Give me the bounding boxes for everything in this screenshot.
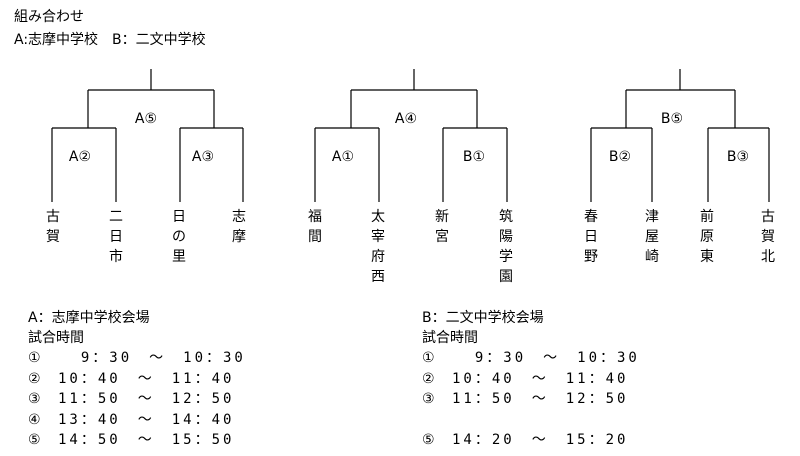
bracket-1-semi-right-label: A③ xyxy=(192,149,214,165)
team-shima: 志 摩 xyxy=(232,209,246,245)
team-fukuma: 福 間 xyxy=(308,209,322,245)
tournament-brackets: A⑤ A② A③ A④ A① B① B⑤ B② B③ xyxy=(51,69,770,202)
team-chikuyo-gakuen: 筑 陽 学 園 xyxy=(499,209,513,285)
team-koga: 古 賀 xyxy=(46,209,60,245)
bracket-1-final-label: A⑤ xyxy=(135,111,157,127)
venue-b-row: ② 10：40 ～ 11：40 xyxy=(422,369,640,390)
venue-a-row: ④ 13：40 ～ 14：40 xyxy=(28,410,246,431)
venue-b-row: ① 9：30 ～ 10：30 xyxy=(422,348,640,369)
bracket-3-lines xyxy=(590,69,770,202)
team-shingu: 新 宮 xyxy=(435,209,449,245)
page-title: 組み合わせ xyxy=(14,9,84,25)
match-number: ① xyxy=(422,350,435,367)
venue-b-row xyxy=(422,410,640,431)
match-number: ① xyxy=(28,350,41,367)
match-number: ⑤ xyxy=(422,432,435,449)
match-number: ③ xyxy=(28,391,41,408)
bracket-2-semi-right-label: B① xyxy=(463,149,485,165)
bracket-3-final-label: B⑤ xyxy=(661,111,683,127)
team-tsuyazaki: 津 屋 崎 xyxy=(645,209,659,265)
match-time: 9：30 ～ 10：30 xyxy=(452,350,640,367)
match-number: ③ xyxy=(422,391,435,408)
venue-b-schedule: B：二文中学校会場 試合時間 ① 9：30 ～ 10：30 ② 10：40 ～ 1… xyxy=(422,308,640,451)
match-time: 13：40 ～ 14：40 xyxy=(58,411,235,428)
venue-b-row: ③ 11：50 ～ 12：50 xyxy=(422,389,640,410)
bracket-3-semi-right-label: B③ xyxy=(727,149,749,165)
match-time: 10：40 ～ 11：40 xyxy=(58,370,235,387)
bracket-3-semi-left-label: B② xyxy=(609,149,631,165)
venue-a-row: ① 9：30 ～ 10：30 xyxy=(28,348,246,369)
bracket-1-semi-left-label: A② xyxy=(69,149,91,165)
team-dazaifu-nishi: 太 宰 府 西 xyxy=(371,209,385,285)
match-time: 11：50 ～ 12：50 xyxy=(58,391,235,408)
venue-a-subtitle: 試合時間 xyxy=(28,330,84,346)
venue-a-row: ⑤ 14：50 ～ 15：50 xyxy=(28,430,246,451)
team-kasugano: 春 日 野 xyxy=(584,209,598,265)
venue-b-title: B：二文中学校会場 xyxy=(422,310,544,326)
team-hinosato: 日 の 里 xyxy=(172,209,186,265)
team-maebaru-higashi: 前 原 東 xyxy=(700,209,714,265)
bracket-2-final-label: A④ xyxy=(395,111,417,127)
match-number: ④ xyxy=(28,411,41,428)
venue-a-schedule: A：志摩中学校会場 試合時間 ① 9：30 ～ 10：30 ② 10：40 ～ 1… xyxy=(28,308,246,451)
venue-a-row: ② 10：40 ～ 11：40 xyxy=(28,369,246,390)
venue-a-title: A：志摩中学校会場 xyxy=(28,310,150,326)
bracket-2-lines xyxy=(314,69,508,202)
venue-b-subtitle: 試合時間 xyxy=(422,330,478,346)
team-futsukaichi: 二 日 市 xyxy=(109,209,123,265)
match-time: 14：50 ～ 15：50 xyxy=(58,432,235,449)
team-koga-kita: 古 賀 北 xyxy=(761,209,775,265)
match-time: 10：40 ～ 11：40 xyxy=(452,370,629,387)
venue-a-row: ③ 11：50 ～ 12：50 xyxy=(28,389,246,410)
match-number: ⑤ xyxy=(28,432,41,449)
match-number: ② xyxy=(422,370,435,387)
match-time: 14：20 ～ 15：20 xyxy=(452,432,629,449)
venue-b-row: ⑤ 14：20 ～ 15：20 xyxy=(422,430,640,451)
venue-legend: A:志摩中学校 B：二文中学校 xyxy=(14,32,206,48)
bracket-2-semi-left-label: A① xyxy=(332,149,354,165)
match-time: 11：50 ～ 12：50 xyxy=(452,391,629,408)
match-time: 9：30 ～ 10：30 xyxy=(58,350,246,367)
bracket-1-lines xyxy=(51,69,244,202)
match-number: ② xyxy=(28,370,41,387)
